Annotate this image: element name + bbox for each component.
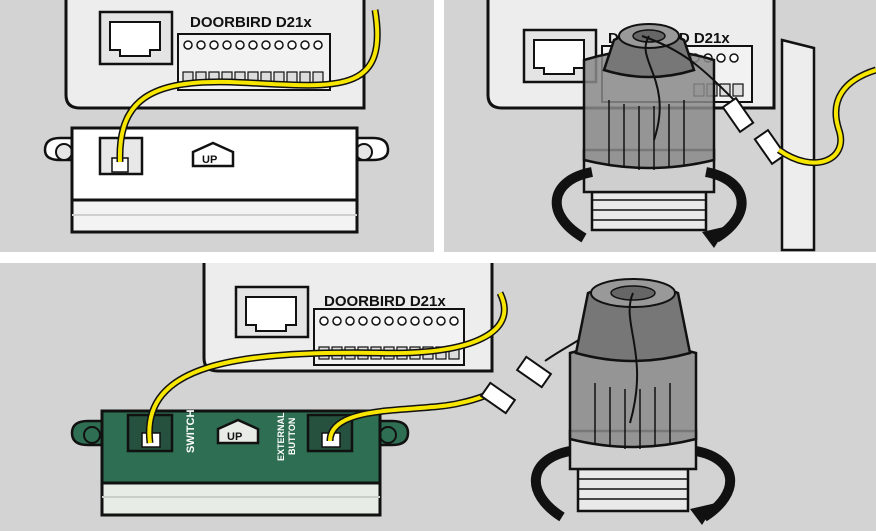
- rotate-arrow-icon: [531, 446, 572, 522]
- connector-plug: [721, 96, 755, 134]
- switch-label: SWITCH: [185, 410, 197, 453]
- illustration-top-right: DOORBIRD D21x: [486, 0, 876, 252]
- panel-top-right-step: DOORBIRD D21x: [444, 0, 876, 252]
- rotate-arrow-icon: [551, 167, 594, 243]
- up-badge: UP: [216, 418, 260, 445]
- connector-plug: [515, 355, 553, 389]
- external-button-label-line2: BUTTON: [287, 418, 297, 455]
- illustration-top-left: DOORBIRD D21x UP: [43, 0, 390, 234]
- panel-bottom-step: DOORBIRD D21x UP SWITCH EXTERNAL BUTTON: [0, 263, 876, 531]
- illustration-bottom: DOORBIRD D21x UP SWITCH EXTERNAL BUTTON: [70, 263, 735, 525]
- connector-plug: [479, 381, 517, 415]
- rotate-arrow-icon: [694, 446, 735, 522]
- ethernet-port-icon: [98, 10, 174, 66]
- arrow-head-icon: [690, 503, 716, 525]
- cable-gland: [568, 278, 698, 513]
- rotate-arrow-icon: [704, 167, 747, 243]
- wire-to-connector: [641, 35, 735, 101]
- wire-through-gland: [644, 35, 661, 141]
- relay-module-white: [43, 126, 390, 234]
- connector-plug: [753, 128, 787, 166]
- wire-yellow: [777, 68, 876, 165]
- svg-text:UP: UP: [202, 154, 217, 166]
- svg-text:UP: UP: [227, 431, 242, 443]
- wire-yellow: [147, 292, 507, 444]
- device-model-label: DOORBIRD D21x: [324, 293, 446, 310]
- wire-yellow: [117, 9, 380, 163]
- ethernet-port-icon: [234, 285, 310, 339]
- external-button-label-line1: EXTERNAL: [276, 412, 286, 461]
- cable-gland: [582, 23, 716, 232]
- arrow-head-icon: [702, 226, 728, 248]
- device-model-label: DOORBIRD D21x: [190, 14, 312, 31]
- up-badge: UP: [191, 141, 235, 168]
- wall-edge: [780, 38, 816, 252]
- panel-top-left-step: DOORBIRD D21x UP: [0, 0, 434, 252]
